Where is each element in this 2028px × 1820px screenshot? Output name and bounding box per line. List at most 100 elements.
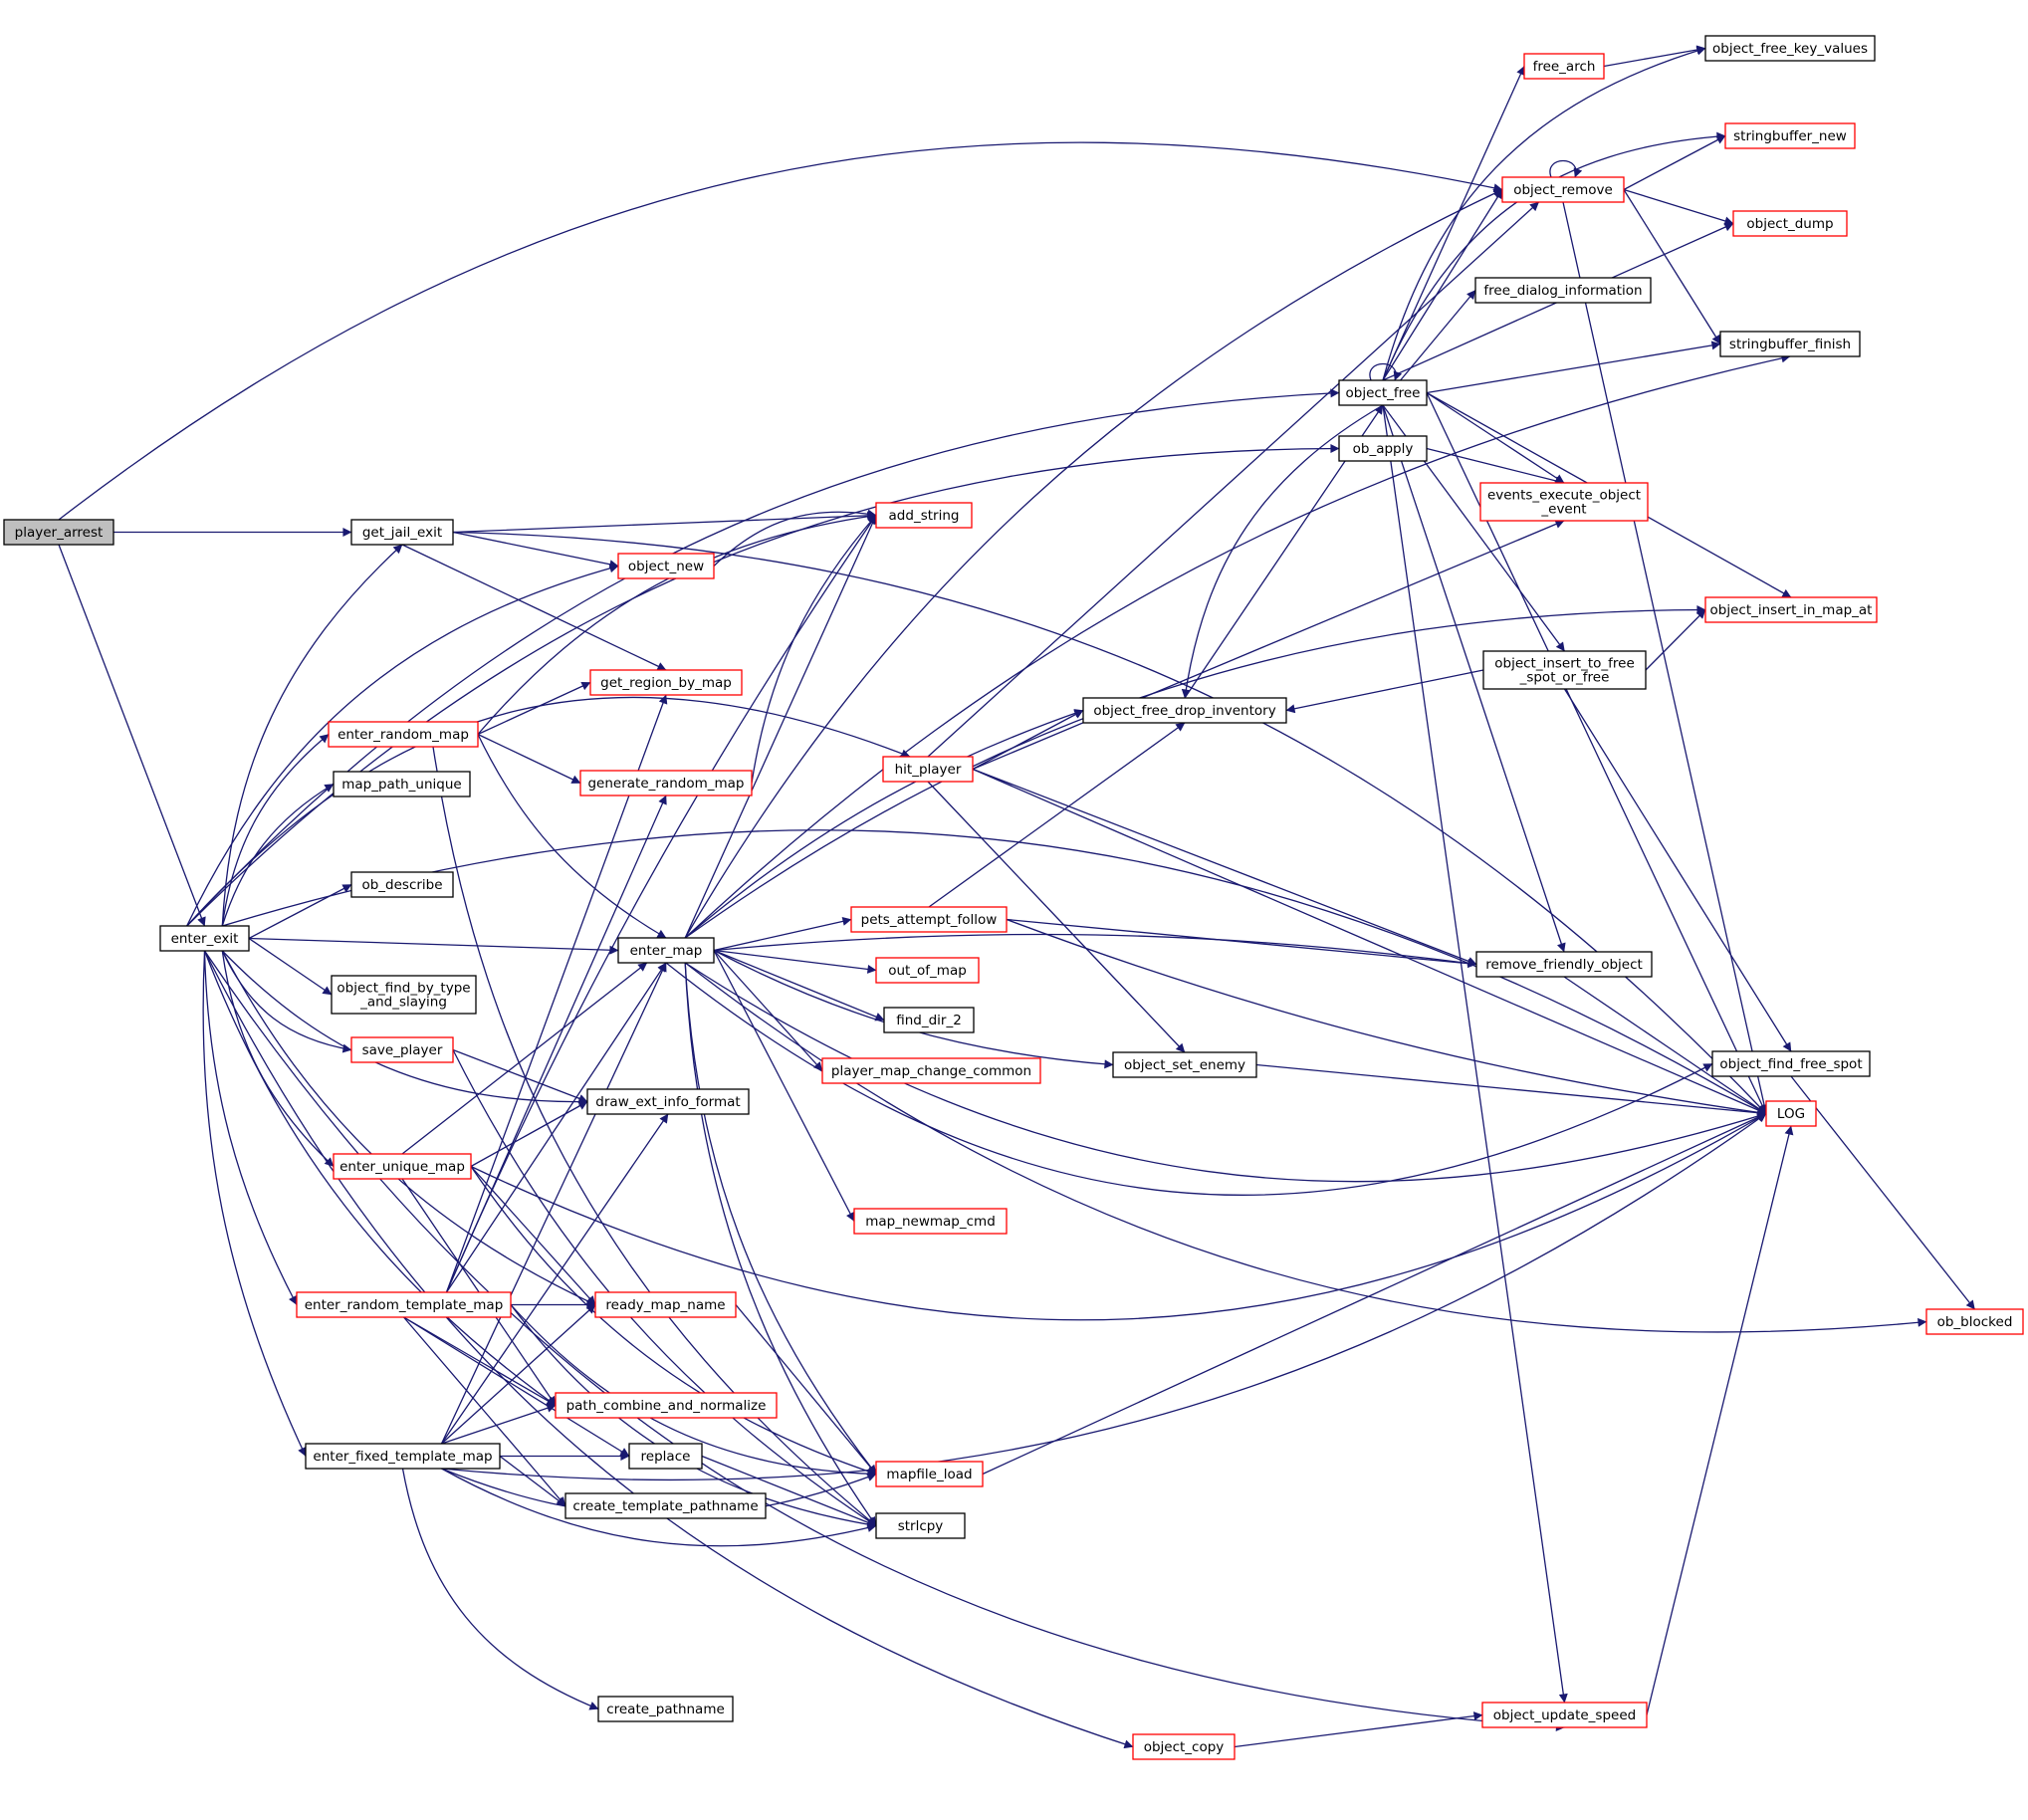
edge-free_arch-to-object_free_key_values [1603, 45, 1706, 68]
node-path-combine-and-normalize[interactable]: path_combine_and_normalize [555, 1392, 778, 1419]
node-free-dialog-information[interactable]: free_dialog_information [1474, 277, 1652, 304]
node-mapfile-load[interactable]: mapfile_load [875, 1461, 984, 1487]
node-label: replace [641, 1449, 691, 1465]
node-hit-player[interactable]: hit_player [882, 756, 974, 783]
edge-enter_unique_map-to-ready_map_name [470, 1166, 596, 1305]
node-object-find-by-type-and-slaying[interactable]: object_find_by_type_and_slaying [331, 975, 477, 1015]
edge-enter_map-to-stringbuffer_finish [684, 353, 1791, 939]
node-save-player[interactable]: save_player [350, 1036, 454, 1063]
node-label: enter_fixed_template_map [313, 1449, 492, 1465]
node-enter-fixed-template-map[interactable]: enter_fixed_template_map [305, 1443, 501, 1470]
node-stringbuffer-new[interactable]: stringbuffer_new [1724, 122, 1856, 149]
node-box [1501, 176, 1625, 203]
node-label: player_arrest [15, 525, 104, 541]
node-LOG[interactable]: LOG [1765, 1100, 1817, 1127]
edge-object_free-to-free_dialog_information [1400, 290, 1476, 381]
edge-object_new-to-add_string [713, 509, 877, 567]
node-box [821, 1057, 1041, 1084]
node-create-pathname[interactable]: create_pathname [597, 1696, 734, 1722]
node-object-find-free-spot[interactable]: object_find_free_spot [1711, 1050, 1871, 1077]
node-get-region-by-map[interactable]: get_region_by_map [589, 669, 743, 696]
node-enter-map[interactable]: enter_map [617, 937, 715, 964]
node-enter-random-template-map[interactable]: enter_random_template_map [296, 1291, 512, 1318]
node-label: object_free_drop_inventory [1093, 703, 1275, 719]
node-object-insert-to-free-spot-or-free[interactable]: object_insert_to_free_spot_or_free [1482, 650, 1647, 690]
edge-enter_map-to-map_newmap_cmd [713, 950, 855, 1222]
edge-enter_map-to-LOG [684, 962, 1767, 1183]
edge-enter_map-to-object_free_drop_inventory [684, 709, 1084, 939]
node-ob-describe[interactable]: ob_describe [350, 871, 454, 898]
node-object-free[interactable]: object_free [1338, 379, 1428, 406]
node-object-set-enemy[interactable]: object_set_enemy [1112, 1051, 1257, 1078]
node-player-map-change-common[interactable]: player_map_change_common [821, 1057, 1041, 1084]
node-label: draw_ext_info_format [595, 1094, 740, 1110]
node-box [1481, 1702, 1648, 1728]
node-generate-random-map[interactable]: generate_random_map [579, 770, 753, 796]
node-label: _spot_or_free [1519, 670, 1610, 686]
node-object-update-speed[interactable]: object_update_speed [1481, 1702, 1648, 1728]
edge-object_remove-to-LOG [1562, 201, 1769, 1114]
node-create-template-pathname[interactable]: create_template_pathname [564, 1492, 767, 1519]
edge-enter_fixed_template_map-to-LOG [441, 1112, 1767, 1481]
edge-enter_exit-to-object_copy [203, 950, 1134, 1749]
node-ob-blocked[interactable]: ob_blocked [1925, 1308, 2024, 1335]
node-get-jail-exit[interactable]: get_jail_exit [350, 519, 454, 546]
node-remove-friendly-object[interactable]: remove_friendly_object [1475, 951, 1653, 978]
node-replace[interactable]: replace [628, 1443, 703, 1470]
edge-enter_exit-to-ob_describe [248, 883, 352, 940]
node-object-new[interactable]: object_new [617, 553, 715, 579]
node-draw-ext-info-format[interactable]: draw_ext_info_format [586, 1088, 750, 1115]
edge-enter_random_template_map-to-add_string [445, 515, 877, 1293]
node-ready-map-name[interactable]: ready_map_name [594, 1291, 737, 1318]
node-enter-random-map[interactable]: enter_random_map [328, 721, 479, 748]
node-label: LOG [1777, 1106, 1805, 1122]
node-object-remove[interactable]: object_remove [1501, 176, 1625, 203]
node-object-free-key-values[interactable]: object_free_key_values [1704, 35, 1876, 62]
node-enter-exit[interactable]: enter_exit [159, 925, 250, 952]
edge-enter_unique_map-to-mapfile_load [470, 1166, 877, 1477]
node-object-dump[interactable]: object_dump [1732, 210, 1848, 237]
node-box [617, 553, 715, 579]
node-map-newmap-cmd[interactable]: map_newmap_cmd [853, 1208, 1008, 1235]
node-free-arch[interactable]: free_arch [1523, 53, 1605, 80]
node-out-of-map[interactable]: out_of_map [875, 957, 980, 984]
edge-enter_random_template_map-to-replace [403, 1316, 630, 1458]
edge-enter_fixed_template_map-to-ready_map_name [441, 1304, 596, 1445]
node-find-dir-2[interactable]: find_dir_2 [883, 1007, 975, 1033]
edge-enter_exit-to-enter_fixed_template_map [202, 950, 307, 1457]
node-box [1732, 210, 1848, 237]
edge-object_insert_to_free_spot_or_free-to-object_insert_in_map_at [1645, 609, 1706, 671]
node-ob-apply[interactable]: ob_apply [1338, 435, 1428, 462]
node-events-execute-object-event[interactable]: events_execute_object_event [1479, 482, 1649, 522]
node-pets-attempt-follow[interactable]: pets_attempt_follow [850, 906, 1008, 933]
node-box [589, 669, 743, 696]
edge-enter_exit-to-object_find_by_type_and_slaying [248, 937, 333, 996]
node-box [579, 770, 753, 796]
edge-object_free-to-stringbuffer_new [1382, 131, 1726, 381]
node-object-free-drop-inventory[interactable]: object_free_drop_inventory [1082, 697, 1287, 724]
node-label: enter_unique_map [339, 1159, 465, 1175]
node-box [586, 1088, 750, 1115]
node-object-copy[interactable]: object_copy [1132, 1733, 1236, 1760]
node-stringbuffer-finish[interactable]: stringbuffer_finish [1719, 331, 1861, 357]
edge-enter_map-to-out_of_map [713, 949, 877, 974]
edge-get_jail_exit-to-object_new [452, 531, 619, 569]
node-object-insert-in-map-at[interactable]: object_insert_in_map_at [1704, 596, 1878, 623]
edge-object_free-self-loop [1369, 362, 1403, 381]
node-enter-unique-map[interactable]: enter_unique_map [333, 1153, 472, 1180]
edge-enter_exit-to-enter_unique_map [221, 950, 335, 1167]
node-box [1724, 122, 1856, 149]
node-label: object_copy [1144, 1739, 1225, 1755]
node-add-string[interactable]: add_string [875, 502, 973, 529]
edge-enter_random_template_map-to-enter_map [445, 962, 667, 1293]
node-strlcpy[interactable]: strlcpy [875, 1512, 966, 1539]
edge-enter_unique_map-to-enter_map [401, 962, 648, 1155]
node-label: out_of_map [888, 963, 967, 979]
node-label: object_find_free_spot [1719, 1056, 1862, 1072]
edge-hit_player-to-events_execute_object_event [972, 520, 1565, 771]
node-label: events_execute_object [1487, 488, 1641, 504]
node-player-arrest[interactable]: player_arrest [3, 519, 114, 546]
node-map-path-unique[interactable]: map_path_unique [333, 771, 471, 797]
edge-get_jail_exit-to-add_string [452, 511, 877, 534]
